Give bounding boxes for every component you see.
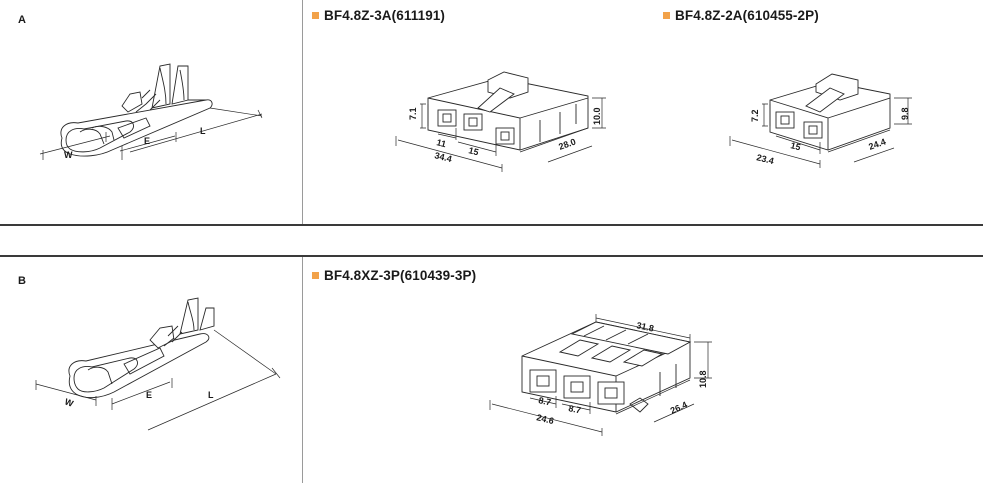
connector-2a-dim-2: 23.4 — [756, 152, 775, 166]
bullet-square-icon — [312, 12, 319, 19]
connector-2a-dim-1: 15 — [790, 140, 802, 152]
connector-3a-dim-4: 28.0 — [557, 136, 577, 151]
terminal-a-dim-e: E — [144, 136, 150, 146]
terminal-a-dim-l: L — [200, 126, 206, 136]
bullet-square-icon — [663, 12, 670, 19]
part-title-3a-text: BF4.8Z-3A(611191) — [324, 8, 446, 23]
connector-3a-dim-1: 11 — [436, 137, 448, 149]
vertical-divider-top — [302, 0, 303, 224]
horizontal-rule-lower — [0, 255, 983, 257]
terminal-a-drawing: W E L — [39, 63, 263, 160]
part-title-2a-text: BF4.8Z-2A(610455-2P) — [675, 8, 819, 23]
connector-3p-dim-5: 10.8 — [698, 370, 708, 388]
connector-3p-dim-2: 8.7 — [568, 403, 582, 415]
terminal-b-dim-e: E — [146, 390, 152, 400]
terminal-b-dim-w: W — [63, 396, 75, 408]
connector-3a-dim-3: 34.4 — [434, 150, 453, 164]
section-b-label: B — [18, 275, 26, 287]
connector-3a-dim-2: 15 — [468, 145, 480, 157]
connector-3a-drawing: 7.1 11 15 34.4 28.0 10.0 — [395, 71, 606, 172]
horizontal-rule-upper — [0, 224, 983, 226]
connector-2a-dim-0: 7.2 — [750, 109, 760, 122]
connector-3p-drawing: 31.8 8.7 8.7 24.6 26.4 10.8 — [489, 314, 712, 436]
part-title-3p: BF4.8XZ-3P(610439-3P) — [312, 268, 476, 283]
connector-3p-dim-0: 31.8 — [636, 320, 655, 333]
part-title-3a: BF4.8Z-3A(611191) — [312, 8, 445, 23]
connector-3a-dim-0: 7.1 — [408, 107, 418, 120]
terminal-b-drawing: W E L — [35, 297, 281, 431]
connector-3p-dim-3: 24.6 — [536, 412, 555, 426]
connector-2a-drawing: 7.2 15 23.4 24.4 9.8 — [729, 73, 912, 168]
connector-3p-dim-4: 26.4 — [669, 400, 689, 416]
part-title-3p-text: BF4.8XZ-3P(610439-3P) — [324, 268, 477, 283]
connector-3p-dim-1: 8.7 — [538, 395, 552, 407]
vertical-divider-bottom — [302, 257, 303, 483]
terminal-a-dim-w: W — [64, 150, 73, 160]
bullet-square-icon — [312, 272, 319, 279]
terminal-b-dim-l: L — [208, 390, 214, 400]
part-title-2a: BF4.8Z-2A(610455-2P) — [663, 8, 819, 23]
connector-3a-dim-5: 10.0 — [592, 107, 602, 125]
connector-2a-dim-4: 9.8 — [900, 107, 910, 120]
section-a-label: A — [18, 14, 26, 26]
connector-2a-dim-3: 24.4 — [867, 136, 887, 151]
